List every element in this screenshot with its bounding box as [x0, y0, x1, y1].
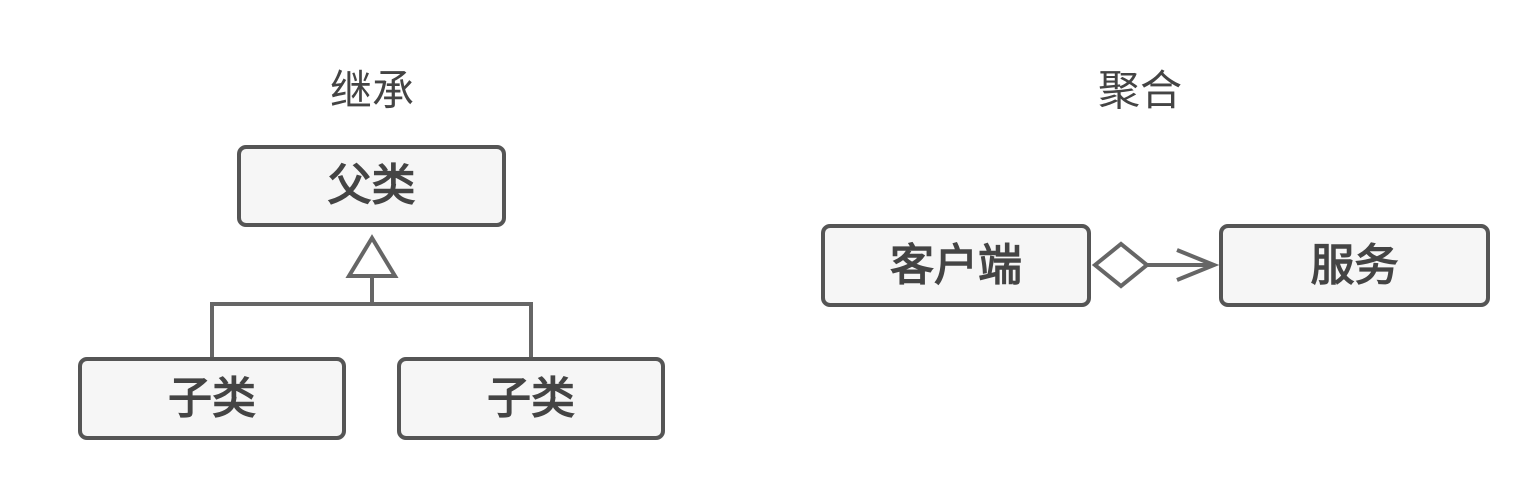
aggregation-open-arrowhead	[1176, 248, 1220, 282]
child-class-box-1: 子类	[78, 357, 346, 440]
inheritance-title: 继承	[329, 66, 414, 115]
client-label: 客户端	[890, 239, 1022, 291]
child-class-label-2: 子类	[487, 372, 575, 424]
parent-class-label: 父类	[327, 160, 416, 211]
child-class-label-1: 子类	[168, 372, 256, 424]
client-box: 客户端	[821, 224, 1091, 307]
parent-class-box: 父类	[237, 145, 506, 227]
aggregation-title: 聚合	[1097, 66, 1182, 115]
inheritance-connector	[210, 276, 533, 358]
aggregation-diamond	[1091, 241, 1151, 289]
service-box: 服务	[1219, 224, 1490, 307]
service-label: 服务	[1310, 239, 1399, 291]
inheritance-triangle-arrowhead	[345, 234, 399, 278]
child-class-box-2: 子类	[397, 357, 665, 440]
